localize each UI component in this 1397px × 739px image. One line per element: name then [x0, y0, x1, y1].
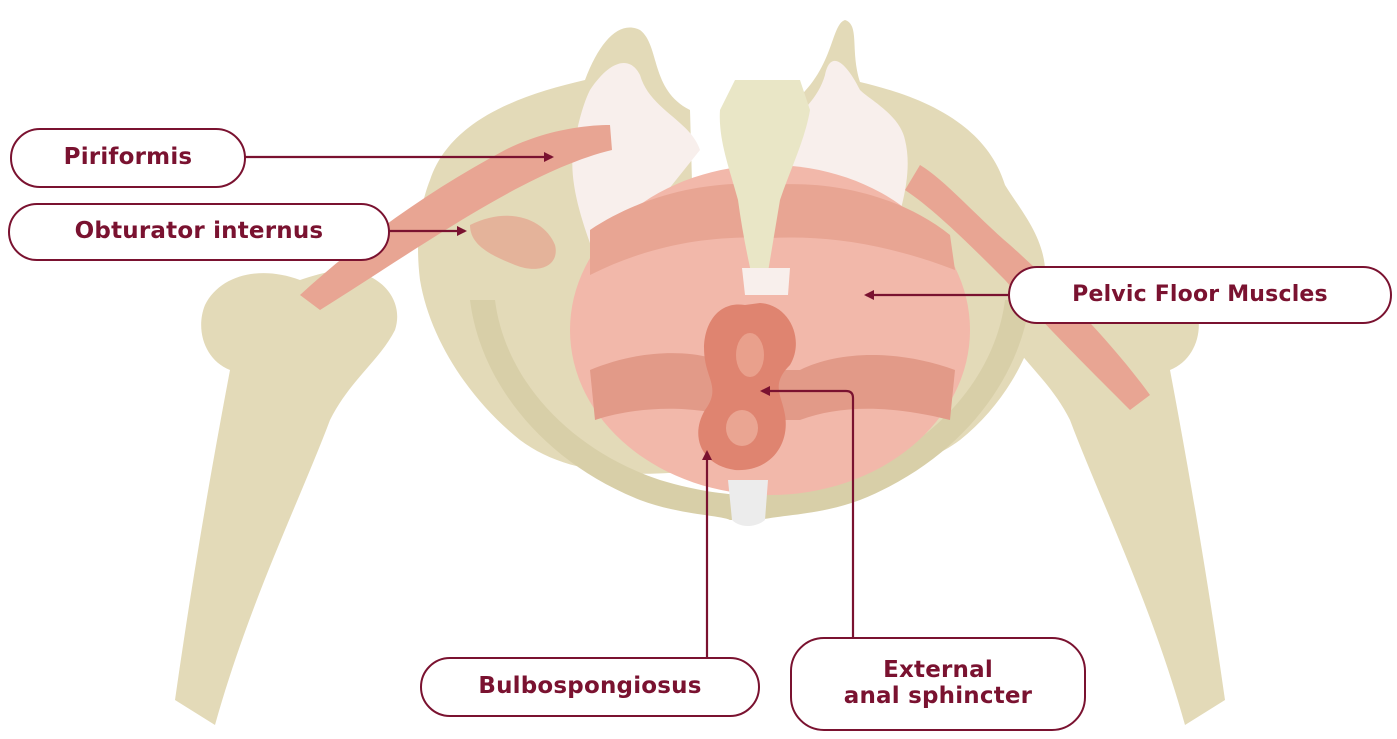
femur-left [175, 270, 397, 725]
pubic-symphysis [728, 480, 768, 526]
vaginal-opening [726, 410, 758, 446]
label-bulbospongiosus-text: Bulbospongiosus [478, 674, 701, 700]
label-piriformis-text: Piriformis [64, 145, 193, 171]
label-external-anal-sphincter-line2: anal sphincter [844, 684, 1032, 710]
anal-opening [736, 333, 764, 377]
label-piriformis: Piriformis [10, 128, 246, 188]
label-obturator-internus-text: Obturator internus [75, 219, 324, 245]
label-external-anal-sphincter-line1: External [883, 658, 993, 684]
coccyx-tip [742, 268, 790, 295]
label-bulbospongiosus: Bulbospongiosus [420, 657, 760, 717]
label-pelvic-floor-muscles: Pelvic Floor Muscles [1008, 266, 1392, 324]
label-obturator-internus: Obturator internus [8, 203, 390, 261]
label-external-anal-sphincter: External anal sphincter [790, 637, 1086, 731]
label-pelvic-floor-muscles-text: Pelvic Floor Muscles [1072, 283, 1328, 308]
